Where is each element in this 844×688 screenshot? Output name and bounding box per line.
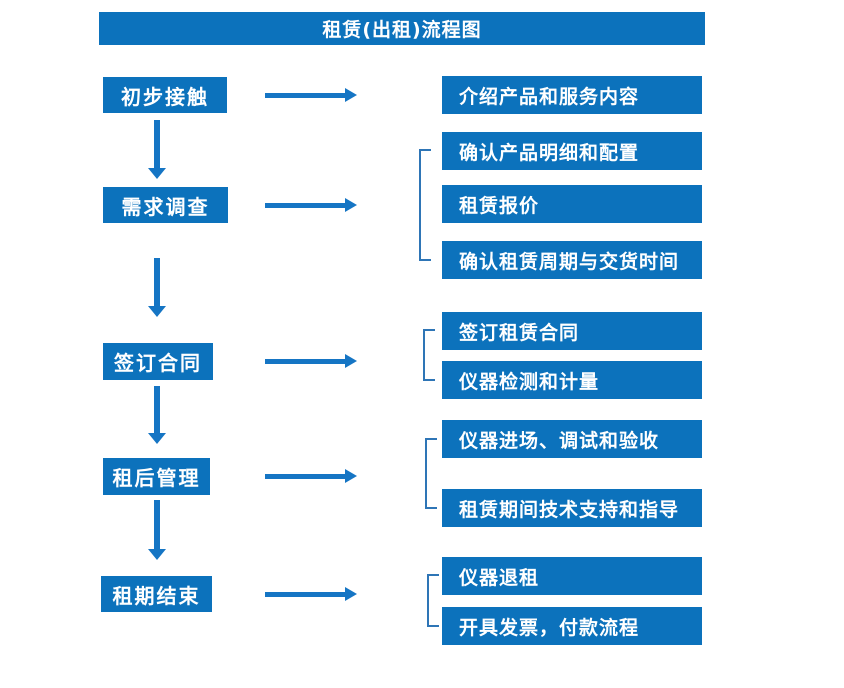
stage-box-post-rental-management: 租后管理: [103, 458, 210, 495]
output-box-technical-support: 租赁期间技术支持和指导: [442, 489, 702, 527]
right-arrow-icon: [265, 88, 357, 102]
down-arrow-head: [148, 168, 166, 179]
right-arrow-shaft: [265, 591, 345, 597]
output-box-instrument-testing: 仪器检测和计量: [442, 361, 702, 399]
output-box-sign-rental-contract: 签订租赁合同: [442, 312, 702, 350]
output-box-instrument-return: 仪器退租: [442, 557, 702, 595]
stage-box-demand-survey: 需求调查: [103, 187, 228, 223]
right-arrow-icon: [265, 198, 357, 212]
right-arrow-shaft: [265, 358, 345, 364]
stage-box-initial-contact: 初步接触: [103, 77, 227, 113]
down-arrow-shaft: [154, 258, 160, 306]
output-box-invoice-payment: 开具发票，付款流程: [442, 607, 702, 645]
right-arrow-icon: [265, 354, 357, 368]
title-banner: 租赁(出租)流程图: [99, 12, 705, 45]
output-box-rental-quote: 租赁报价: [442, 185, 702, 223]
group-bracket: [419, 149, 431, 261]
right-arrow-icon: [265, 469, 357, 483]
right-arrow-shaft: [265, 92, 345, 98]
group-bracket: [425, 438, 437, 509]
down-arrow-shaft: [154, 500, 160, 549]
right-arrow-icon: [265, 587, 357, 601]
right-arrow-head: [345, 88, 357, 102]
down-arrow-icon: [148, 258, 166, 317]
down-arrow-head: [148, 306, 166, 317]
output-box-instrument-setup: 仪器进场、调试和验收: [442, 420, 702, 458]
down-arrow-shaft: [154, 120, 160, 168]
diagram-title: 租赁(出租)流程图: [322, 19, 482, 41]
right-arrow-shaft: [265, 202, 345, 208]
down-arrow-icon: [148, 120, 166, 179]
right-arrow-head: [345, 469, 357, 483]
right-arrow-head: [345, 354, 357, 368]
group-bracket: [423, 329, 435, 381]
output-box-confirm-product-details: 确认产品明细和配置: [442, 132, 702, 170]
down-arrow-head: [148, 433, 166, 444]
down-arrow-icon: [148, 500, 166, 560]
down-arrow-head: [148, 549, 166, 560]
group-bracket: [427, 574, 439, 627]
down-arrow-shaft: [154, 386, 160, 433]
output-box-introduce-products: 介绍产品和服务内容: [442, 76, 702, 114]
stage-box-sign-contract: 签订合同: [103, 343, 213, 380]
stage-box-rental-end: 租期结束: [101, 576, 212, 612]
right-arrow-shaft: [265, 473, 345, 479]
down-arrow-icon: [148, 386, 166, 444]
output-box-confirm-rental-period: 确认租赁周期与交货时间: [442, 241, 702, 279]
right-arrow-head: [345, 198, 357, 212]
right-arrow-head: [345, 587, 357, 601]
